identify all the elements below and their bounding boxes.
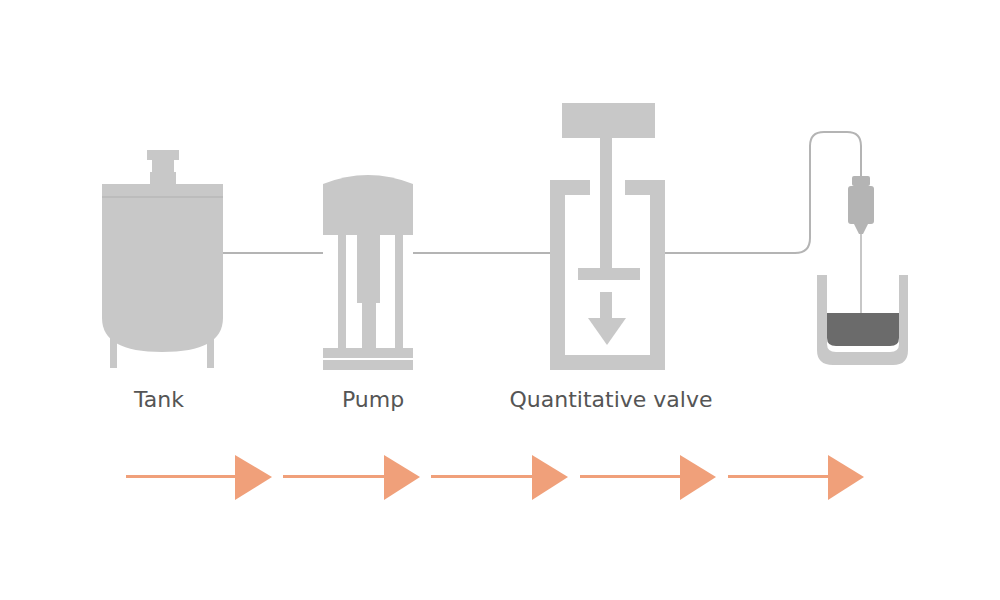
dish-symbol (817, 275, 908, 365)
tank-symbol (102, 150, 223, 368)
dispenser-symbol (848, 176, 874, 314)
pipe (413, 252, 550, 254)
pipe (223, 252, 323, 254)
pump-label: Pump (342, 387, 404, 413)
quantitative-valve-symbol (550, 103, 665, 370)
tank-label: Tank (134, 387, 184, 413)
flow-arrows (126, 455, 864, 500)
pipe (665, 132, 861, 253)
valve-label: Quantitative valve (510, 387, 713, 413)
pump-symbol (323, 175, 413, 370)
